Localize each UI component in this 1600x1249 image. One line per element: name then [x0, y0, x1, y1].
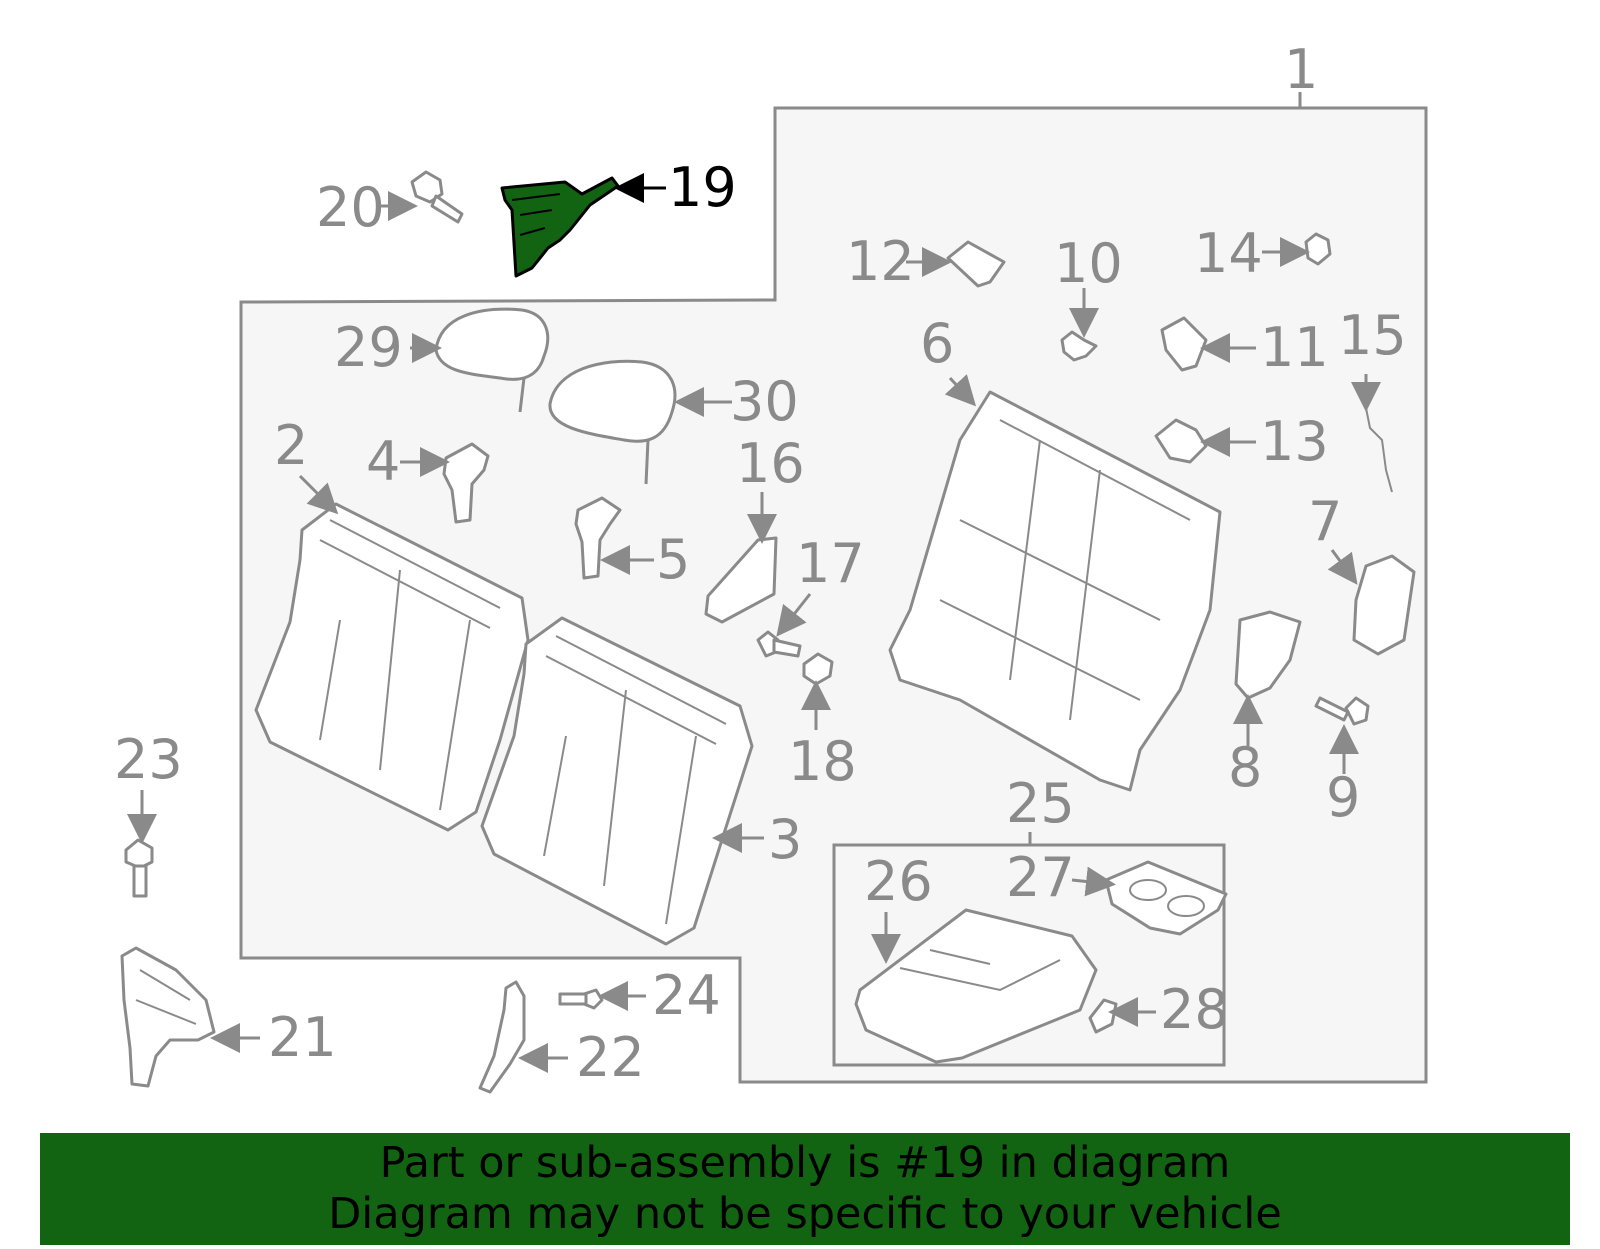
callout-25: 25 [1006, 772, 1075, 835]
part-8-bracket [1234, 610, 1302, 700]
callout-21: 21 [268, 1006, 337, 1069]
callout-20: 20 [316, 176, 385, 239]
callout-16: 16 [736, 432, 805, 495]
leader-lines [127, 173, 1381, 1073]
callout-13: 13 [1260, 410, 1329, 473]
part-17-bolt [756, 630, 802, 658]
part-24-bolt [558, 988, 604, 1010]
banner-line-2: Diagram may not be specific to your vehi… [328, 1189, 1282, 1239]
callout-4: 4 [366, 430, 400, 493]
callout-14: 14 [1194, 222, 1263, 285]
part-4-headrest-guide [442, 442, 490, 524]
callout-5: 5 [656, 528, 690, 591]
part-22-bracket [478, 980, 526, 1094]
part-30-headrest [548, 359, 677, 485]
callout-24: 24 [652, 964, 721, 1027]
callout-26: 26 [864, 850, 933, 913]
part-2-seatback [254, 502, 530, 832]
callout-3: 3 [768, 808, 802, 871]
callout-2: 2 [274, 414, 308, 477]
part-29-headrest [434, 307, 550, 413]
callout-27: 27 [1006, 846, 1075, 909]
callout-18: 18 [788, 730, 857, 793]
info-banner: Part or sub-assembly is #19 in diagram D… [40, 1133, 1570, 1245]
part-20-bolt [410, 170, 464, 224]
part-19-bracket[interactable] [500, 176, 620, 278]
callout-19: 19 [668, 156, 737, 219]
callout-9: 9 [1326, 766, 1360, 829]
part-6-seat-frame [888, 390, 1222, 792]
callout-8: 8 [1228, 736, 1262, 799]
callout-6: 6 [920, 312, 954, 375]
part-5-headrest-guide [574, 496, 622, 580]
part-26-armrest [854, 908, 1098, 1064]
callout-12: 12 [846, 230, 915, 293]
part-18-nut [802, 652, 834, 686]
callout-28: 28 [1160, 978, 1229, 1041]
part-21-hinge [120, 946, 216, 1088]
callout-labels: 1 2 3 4 5 6 7 8 9 10 11 12 13 14 15 16 1… [114, 38, 1407, 1089]
callout-29: 29 [334, 316, 403, 379]
callout-1: 1 [1284, 38, 1318, 101]
part-11-cover [1160, 316, 1208, 372]
callout-15: 15 [1338, 304, 1407, 367]
banner-line-1: Part or sub-assembly is #19 in diagram [379, 1138, 1231, 1188]
callout-7: 7 [1308, 490, 1342, 553]
callout-11: 11 [1260, 316, 1329, 379]
part-9-bolt [1314, 696, 1370, 726]
part-23-bolt [124, 838, 154, 898]
callout-10: 10 [1054, 232, 1123, 295]
part-7-cover [1352, 554, 1416, 656]
callout-22: 22 [576, 1026, 645, 1089]
part-12-clip [946, 240, 1006, 288]
callout-23: 23 [114, 728, 183, 791]
part-27-cup-holder [1104, 860, 1228, 936]
part-15-cable [1365, 407, 1393, 493]
part-3-seatback [480, 616, 754, 946]
callout-17: 17 [796, 532, 865, 595]
callout-30: 30 [730, 370, 799, 433]
